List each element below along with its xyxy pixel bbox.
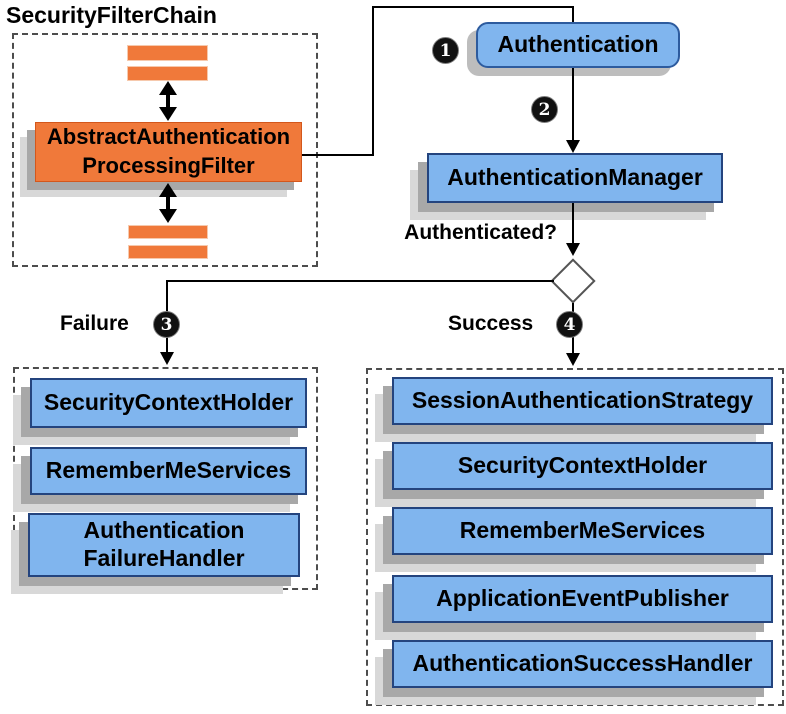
success-node-session-authentication-strategy: SessionAuthenticationStrategy [392, 377, 773, 425]
filter-bar-icon [127, 66, 208, 81]
success-label: Success [448, 312, 534, 335]
success-node-authentication-success-handler: AuthenticationSuccessHandler [392, 640, 773, 688]
authenticated-question-label: Authenticated? [404, 221, 557, 244]
success-node-remember-me-services: RememberMeServices [392, 507, 773, 555]
success-node-application-event-publisher: ApplicationEventPublisher [392, 575, 773, 623]
decision-diamond [550, 258, 596, 304]
authentication-node: Authentication [476, 22, 680, 68]
step-2-badge: 2 [531, 96, 558, 123]
failure-handlers-box [13, 367, 318, 590]
authentication-manager-node: AuthenticationManager [427, 153, 723, 203]
step-1-badge: 1 [432, 37, 459, 64]
filter-bar-icon [127, 45, 208, 61]
step-4-badge: 4 [556, 311, 583, 338]
filter-bar-icon [128, 225, 208, 239]
success-node-security-context-holder: SecurityContextHolder [392, 442, 773, 490]
failure-node-security-context-holder: SecurityContextHolder [30, 378, 307, 428]
filter-bar-icon [128, 245, 208, 259]
failure-node-remember-me-services: RememberMeServices [30, 447, 307, 495]
security-filter-chain-box [12, 33, 318, 267]
failure-label: Failure [60, 312, 129, 335]
failure-node-authentication-failure-handler: Authentication FailureHandler [28, 513, 300, 577]
step-3-badge: 3 [153, 311, 180, 338]
security-filter-chain-title: SecurityFilterChain [6, 2, 217, 28]
success-handlers-box [366, 368, 784, 706]
abstract-authentication-processing-filter-node: AbstractAuthentication ProcessingFilter [35, 122, 302, 182]
